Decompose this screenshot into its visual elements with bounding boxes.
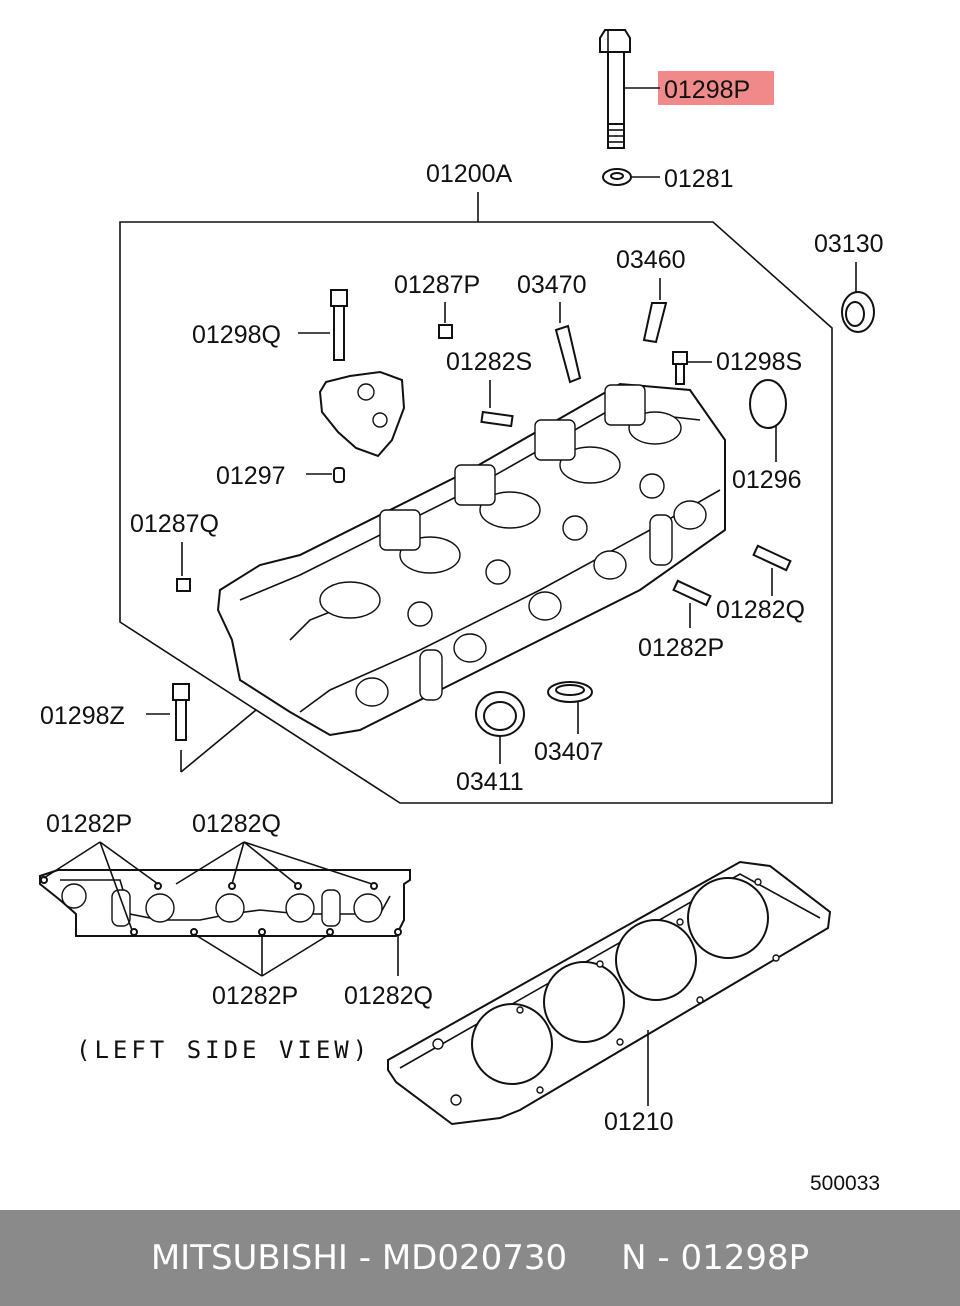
label-left-side-view: (LEFT SIDE VIEW) bbox=[76, 1036, 371, 1064]
valve-guide-03460 bbox=[642, 302, 668, 344]
label-side-01282P-bottom: 01282P bbox=[212, 982, 298, 1010]
label-01298Z: 01298Z bbox=[40, 702, 125, 730]
label-01287P: 01287P bbox=[394, 271, 480, 299]
plug-01296 bbox=[749, 379, 787, 429]
seal-03407 bbox=[547, 681, 593, 703]
seal-03130 bbox=[841, 291, 875, 333]
label-01296: 01296 bbox=[732, 466, 802, 494]
label-03470: 03470 bbox=[517, 271, 587, 299]
label-01282Q: 01282Q bbox=[716, 596, 805, 624]
label-01287Q: 01287Q bbox=[130, 510, 219, 538]
label-side-01282Q-bottom: 01282Q bbox=[344, 982, 433, 1010]
label-side-01282Q-top: 01282Q bbox=[192, 810, 281, 838]
stud-01282P bbox=[672, 579, 712, 607]
bolt-01298P bbox=[599, 29, 631, 149]
highlight-01298P bbox=[658, 71, 774, 105]
label-01297: 01297 bbox=[216, 462, 286, 490]
figure-number: 500033 bbox=[810, 1172, 880, 1195]
label-01200A: 01200A bbox=[426, 160, 513, 188]
plug-01287P bbox=[438, 324, 453, 339]
left-side-view bbox=[39, 869, 411, 937]
bolt-01298Q bbox=[330, 289, 348, 361]
label-side-01282P-top: 01282P bbox=[46, 810, 132, 838]
label-01281: 01281 bbox=[664, 165, 734, 193]
plug-01287Q bbox=[176, 578, 191, 592]
cylinder-head bbox=[216, 382, 726, 737]
label-01298Q: 01298Q bbox=[192, 321, 281, 349]
bearing-cap bbox=[318, 370, 406, 458]
valve-guide-03470 bbox=[554, 324, 582, 384]
stud-01282Q bbox=[752, 544, 792, 572]
bolt-01298S bbox=[672, 351, 688, 385]
footer-bar: MITSUBISHI - MD020730 N - 01298P bbox=[0, 1210, 960, 1306]
label-01282P: 01282P bbox=[638, 634, 724, 662]
pin-01297 bbox=[333, 467, 345, 483]
bolt-01298Z bbox=[172, 683, 190, 741]
label-01210: 01210 bbox=[604, 1108, 674, 1136]
head-gasket-01210 bbox=[387, 860, 832, 1126]
stud-01282S bbox=[480, 410, 514, 428]
exploded-parts-diagram: 01298P 01281 01200A 03130 01287P 03470 0… bbox=[39, 29, 884, 1195]
washer-01281 bbox=[602, 168, 632, 186]
assembly-outline bbox=[119, 221, 833, 804]
label-01298P: 01298P bbox=[664, 76, 750, 104]
footer-part-info: MITSUBISHI - MD020730 N - 01298P bbox=[150, 1238, 810, 1278]
label-03130: 03130 bbox=[814, 230, 884, 258]
gasket-03411 bbox=[475, 691, 525, 737]
label-03407: 03407 bbox=[534, 738, 604, 766]
label-03460: 03460 bbox=[616, 246, 686, 274]
label-01282S: 01282S bbox=[446, 348, 532, 376]
label-01298S: 01298S bbox=[716, 348, 802, 376]
label-03411: 03411 bbox=[456, 768, 524, 796]
